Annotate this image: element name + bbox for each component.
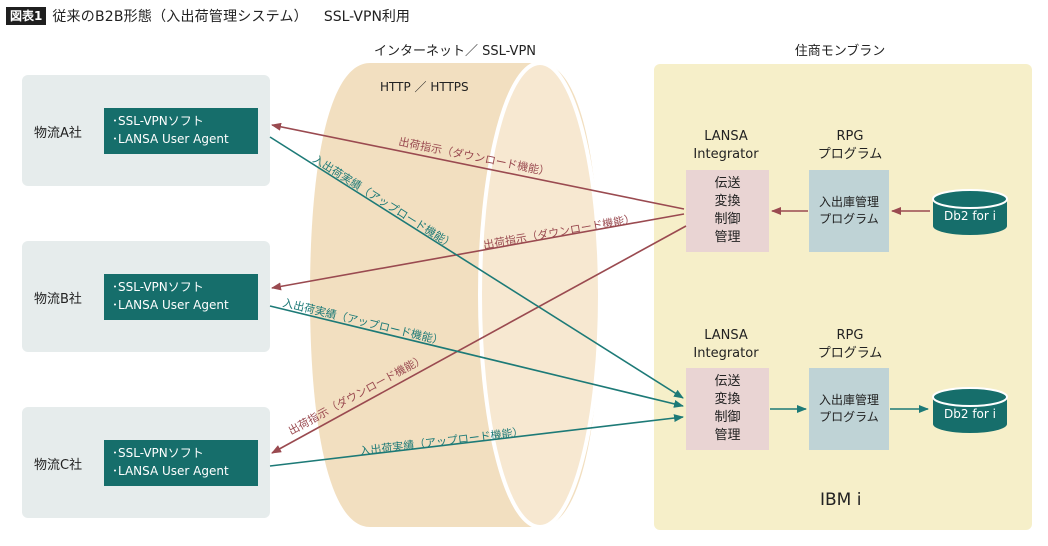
- ibm-section-label: 住商モンブラン: [794, 44, 886, 59]
- software-box-b: ･SSL-VPNソフト ･LANSA User Agent: [104, 274, 258, 320]
- db-label: Db2 for i: [944, 407, 996, 421]
- flow-label-download-c: 出荷指示（ダウンロード機能）: [286, 351, 428, 437]
- ibm-i-label: IBM i: [820, 490, 862, 510]
- rpg-label-line: RPG: [836, 328, 864, 343]
- rpg-box: 入出庫管理 プログラム: [809, 368, 889, 450]
- upload-arrow-c: [269, 414, 684, 467]
- partner-name-a: 物流A社: [34, 126, 82, 141]
- integrator-label-line: Integrator: [693, 147, 759, 162]
- rpg-label-line: プログラム: [817, 147, 883, 162]
- integrator-function: 管理: [714, 428, 741, 443]
- upload-arrow-a: [269, 136, 684, 399]
- rpg-label-line: RPG: [836, 129, 864, 144]
- upload-arrow-b: [269, 305, 684, 408]
- integrator-function: 制御: [714, 410, 741, 425]
- network-label: インターネット／ SSL-VPN: [373, 44, 537, 59]
- software-item: ･LANSA User Agent: [112, 464, 229, 478]
- flow-label-upload-b: 入出荷実績（アップロード機能）: [281, 295, 445, 347]
- rpg-label-line: プログラム: [817, 346, 883, 361]
- figure-title: 従来のB2B形態（入出荷管理システム）: [52, 9, 308, 25]
- rpg-box-line: 入出庫管理: [818, 393, 879, 407]
- integrator-function: 制御: [714, 212, 741, 227]
- rpg-label: RPG プログラム: [800, 128, 900, 164]
- integrator-label-line: LANSA: [704, 129, 748, 144]
- rpg-box: 入出庫管理 プログラム: [809, 170, 889, 252]
- integrator-function: 変換: [714, 194, 741, 209]
- integrator-function: 変換: [714, 392, 741, 407]
- ibm-i-panel: [654, 64, 1032, 530]
- software-box-a: ･SSL-VPNソフト ･LANSA User Agent: [104, 108, 258, 154]
- figure-subtitle: SSL-VPN利用: [323, 9, 410, 25]
- software-item: ･LANSA User Agent: [112, 298, 229, 312]
- software-item: ･SSL-VPNソフト: [112, 280, 204, 294]
- integrator-function: 管理: [714, 230, 741, 245]
- software-item: ･LANSA User Agent: [112, 132, 229, 146]
- integrator-function: 伝送: [714, 374, 741, 389]
- integrator-box: 伝送 変換 制御 管理: [686, 170, 769, 252]
- integrator-function: 伝送: [714, 176, 741, 191]
- integrator-label-line: Integrator: [693, 346, 759, 361]
- rpg-label: RPG プログラム: [800, 327, 900, 363]
- software-item: ･SSL-VPNソフト: [112, 114, 204, 128]
- integrator-label: LANSA Integrator: [676, 327, 776, 363]
- figure-header: 図表1 従来のB2B形態（入出荷管理システム） SSL-VPN利用: [6, 6, 410, 26]
- database-icon: Db2 for i: [932, 189, 1008, 235]
- flow-label-download-a: 出荷指示（ダウンロード機能）: [397, 134, 551, 178]
- rpg-box-line: プログラム: [819, 410, 879, 424]
- download-arrow-a: [271, 122, 685, 210]
- software-item: ･SSL-VPNソフト: [112, 446, 204, 460]
- flow-label-upload-a: 入出荷実績（アップロード機能）: [310, 152, 457, 252]
- flow-label-upload-c: 入出荷実績（アップロード機能）: [359, 425, 524, 458]
- integrator-label: LANSA Integrator: [676, 128, 776, 164]
- db-label: Db2 for i: [944, 209, 996, 223]
- download-arrow-b: [271, 213, 685, 291]
- protocol-label: HTTP ／ HTTPS: [380, 80, 469, 94]
- database-icon: Db2 for i: [932, 387, 1008, 433]
- partner-name-c: 物流C社: [34, 458, 83, 473]
- rpg-box-line: プログラム: [819, 212, 879, 226]
- flow-label-download-b: 出荷指示（ダウンロード機能）: [482, 211, 636, 252]
- rpg-box-line: 入出庫管理: [818, 195, 879, 209]
- figure-badge: 図表1: [6, 7, 47, 25]
- integrator-label-line: LANSA: [704, 328, 748, 343]
- tube-end: [478, 61, 602, 529]
- integrator-box: 伝送 変換 制御 管理: [686, 368, 769, 450]
- partner-name-b: 物流B社: [34, 292, 82, 307]
- software-box-c: ･SSL-VPNソフト ･LANSA User Agent: [104, 440, 258, 486]
- download-arrow-c: [271, 225, 687, 454]
